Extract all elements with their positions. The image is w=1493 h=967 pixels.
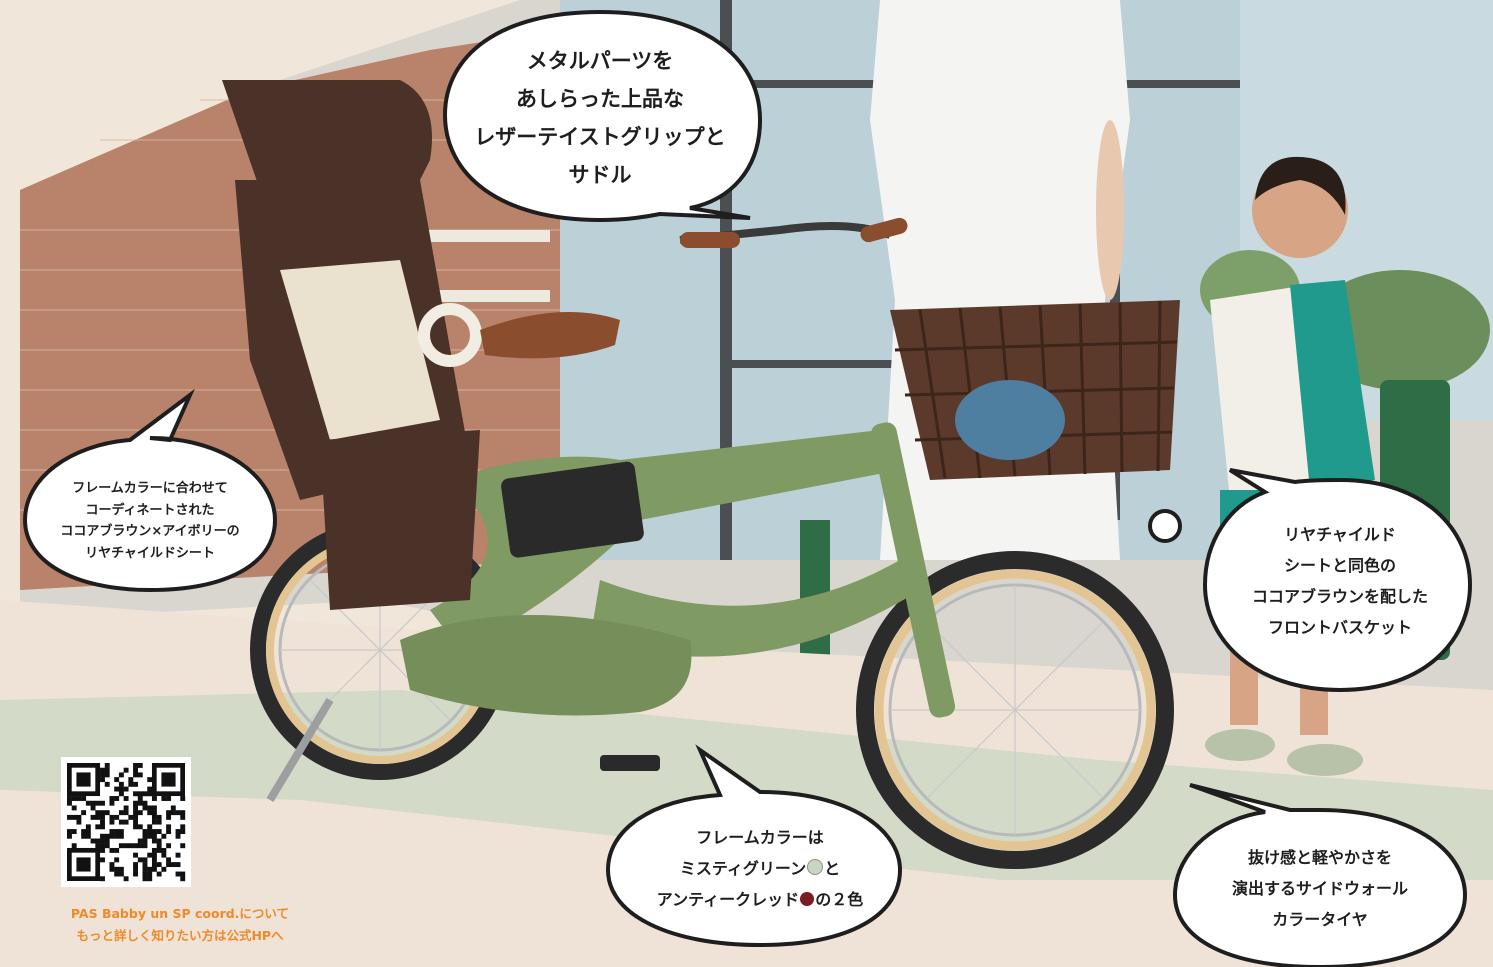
bubble-top-shape — [442, 9, 763, 223]
color-name-misty-green: ミスティグリーン — [679, 859, 807, 878]
callout-tires: 抜け感と軽やかさを 演出するサイドウォール カラータイヤ — [1180, 842, 1460, 935]
callout-line: サドル — [568, 163, 632, 187]
callout-line: フロントバスケット — [1267, 618, 1412, 637]
callout-line: アンティークレッドの２色 — [620, 884, 900, 915]
bubble-left-shape — [22, 388, 278, 593]
qr-caption-line: もっと詳しく知りたい方は公式HPへ — [76, 928, 284, 943]
qr-code-graphic — [67, 763, 186, 882]
front-basket — [890, 300, 1180, 480]
chain-guard — [400, 615, 692, 716]
callout-line: リヤチャイルド — [1284, 525, 1396, 544]
antique-red-swatch — [800, 892, 815, 906]
kickstand — [266, 697, 334, 803]
callout-line: 抜け感と軽やかさを — [1247, 848, 1392, 867]
callout-line: フレームカラーは — [696, 828, 824, 847]
front-wheel — [856, 551, 1174, 869]
bubble-bottom-mid-shape — [605, 744, 903, 948]
callout-line: ココアブラウンを配した — [1251, 587, 1428, 606]
bike-fork — [870, 422, 956, 718]
callout-line: ミスティグリーンと — [620, 853, 900, 884]
bike-downtube — [590, 560, 920, 657]
pedal — [600, 755, 660, 771]
battery — [501, 461, 644, 558]
callout-line: リヤチャイルドシート — [85, 545, 215, 561]
child-seat-back — [222, 80, 432, 190]
child-shirt-teal — [1290, 280, 1375, 490]
grip-right — [860, 217, 908, 243]
color-name-antique-red: アンティークレッド — [656, 890, 800, 909]
grip-left — [680, 232, 740, 248]
callout-child-seat: フレームカラーに合わせて コーディネートされた ココアブラウン×アイボリーの リ… — [30, 478, 270, 564]
child-hair — [1255, 156, 1346, 215]
callout-line: レザーテイストグリップと — [474, 125, 726, 149]
misty-green-swatch — [807, 859, 824, 875]
child-seat-cushion — [280, 260, 440, 440]
callout-line: あしらった上品な — [516, 87, 684, 111]
callout-grip-saddle: メタルパーツを あしらった上品な レザーテイストグリップと サドル — [450, 42, 750, 194]
callout-line: メタルパーツを — [526, 49, 674, 73]
thought-dot — [1148, 509, 1182, 543]
callout-line: コーディネートされた — [85, 502, 215, 518]
qr-caption: PAS Babby un SP coord.について もっと詳しく知りたい方は公… — [30, 903, 330, 947]
callout-line: フレームカラーに合わせて — [72, 481, 228, 496]
woman-arm — [1096, 120, 1124, 300]
callout-front-basket: リヤチャイルド シートと同色の ココアブラウンを配した フロントバスケット — [1210, 519, 1470, 643]
callout-frame-color: フレームカラーは ミスティグリーンと アンティークレッドの２色 — [620, 822, 900, 915]
qr-caption-line: PAS Babby un SP coord.について — [70, 906, 290, 921]
qr-code-icon[interactable] — [61, 757, 191, 887]
child-shoe — [1287, 744, 1363, 776]
child-seat-handle — [418, 303, 482, 367]
child-shoe — [1205, 729, 1275, 761]
saddle — [480, 312, 620, 359]
callout-suffix: の２色 — [815, 890, 864, 909]
child-seat-footrest — [320, 430, 480, 610]
callout-suffix: と — [824, 859, 841, 878]
callout-line: カラータイヤ — [1272, 910, 1368, 929]
callout-line: ココアブラウン×アイボリーの — [60, 524, 240, 539]
callout-line: シートと同色の — [1283, 556, 1396, 575]
bubble-right-shape — [1202, 468, 1473, 693]
callout-line: 演出するサイドウォール — [1231, 879, 1408, 898]
